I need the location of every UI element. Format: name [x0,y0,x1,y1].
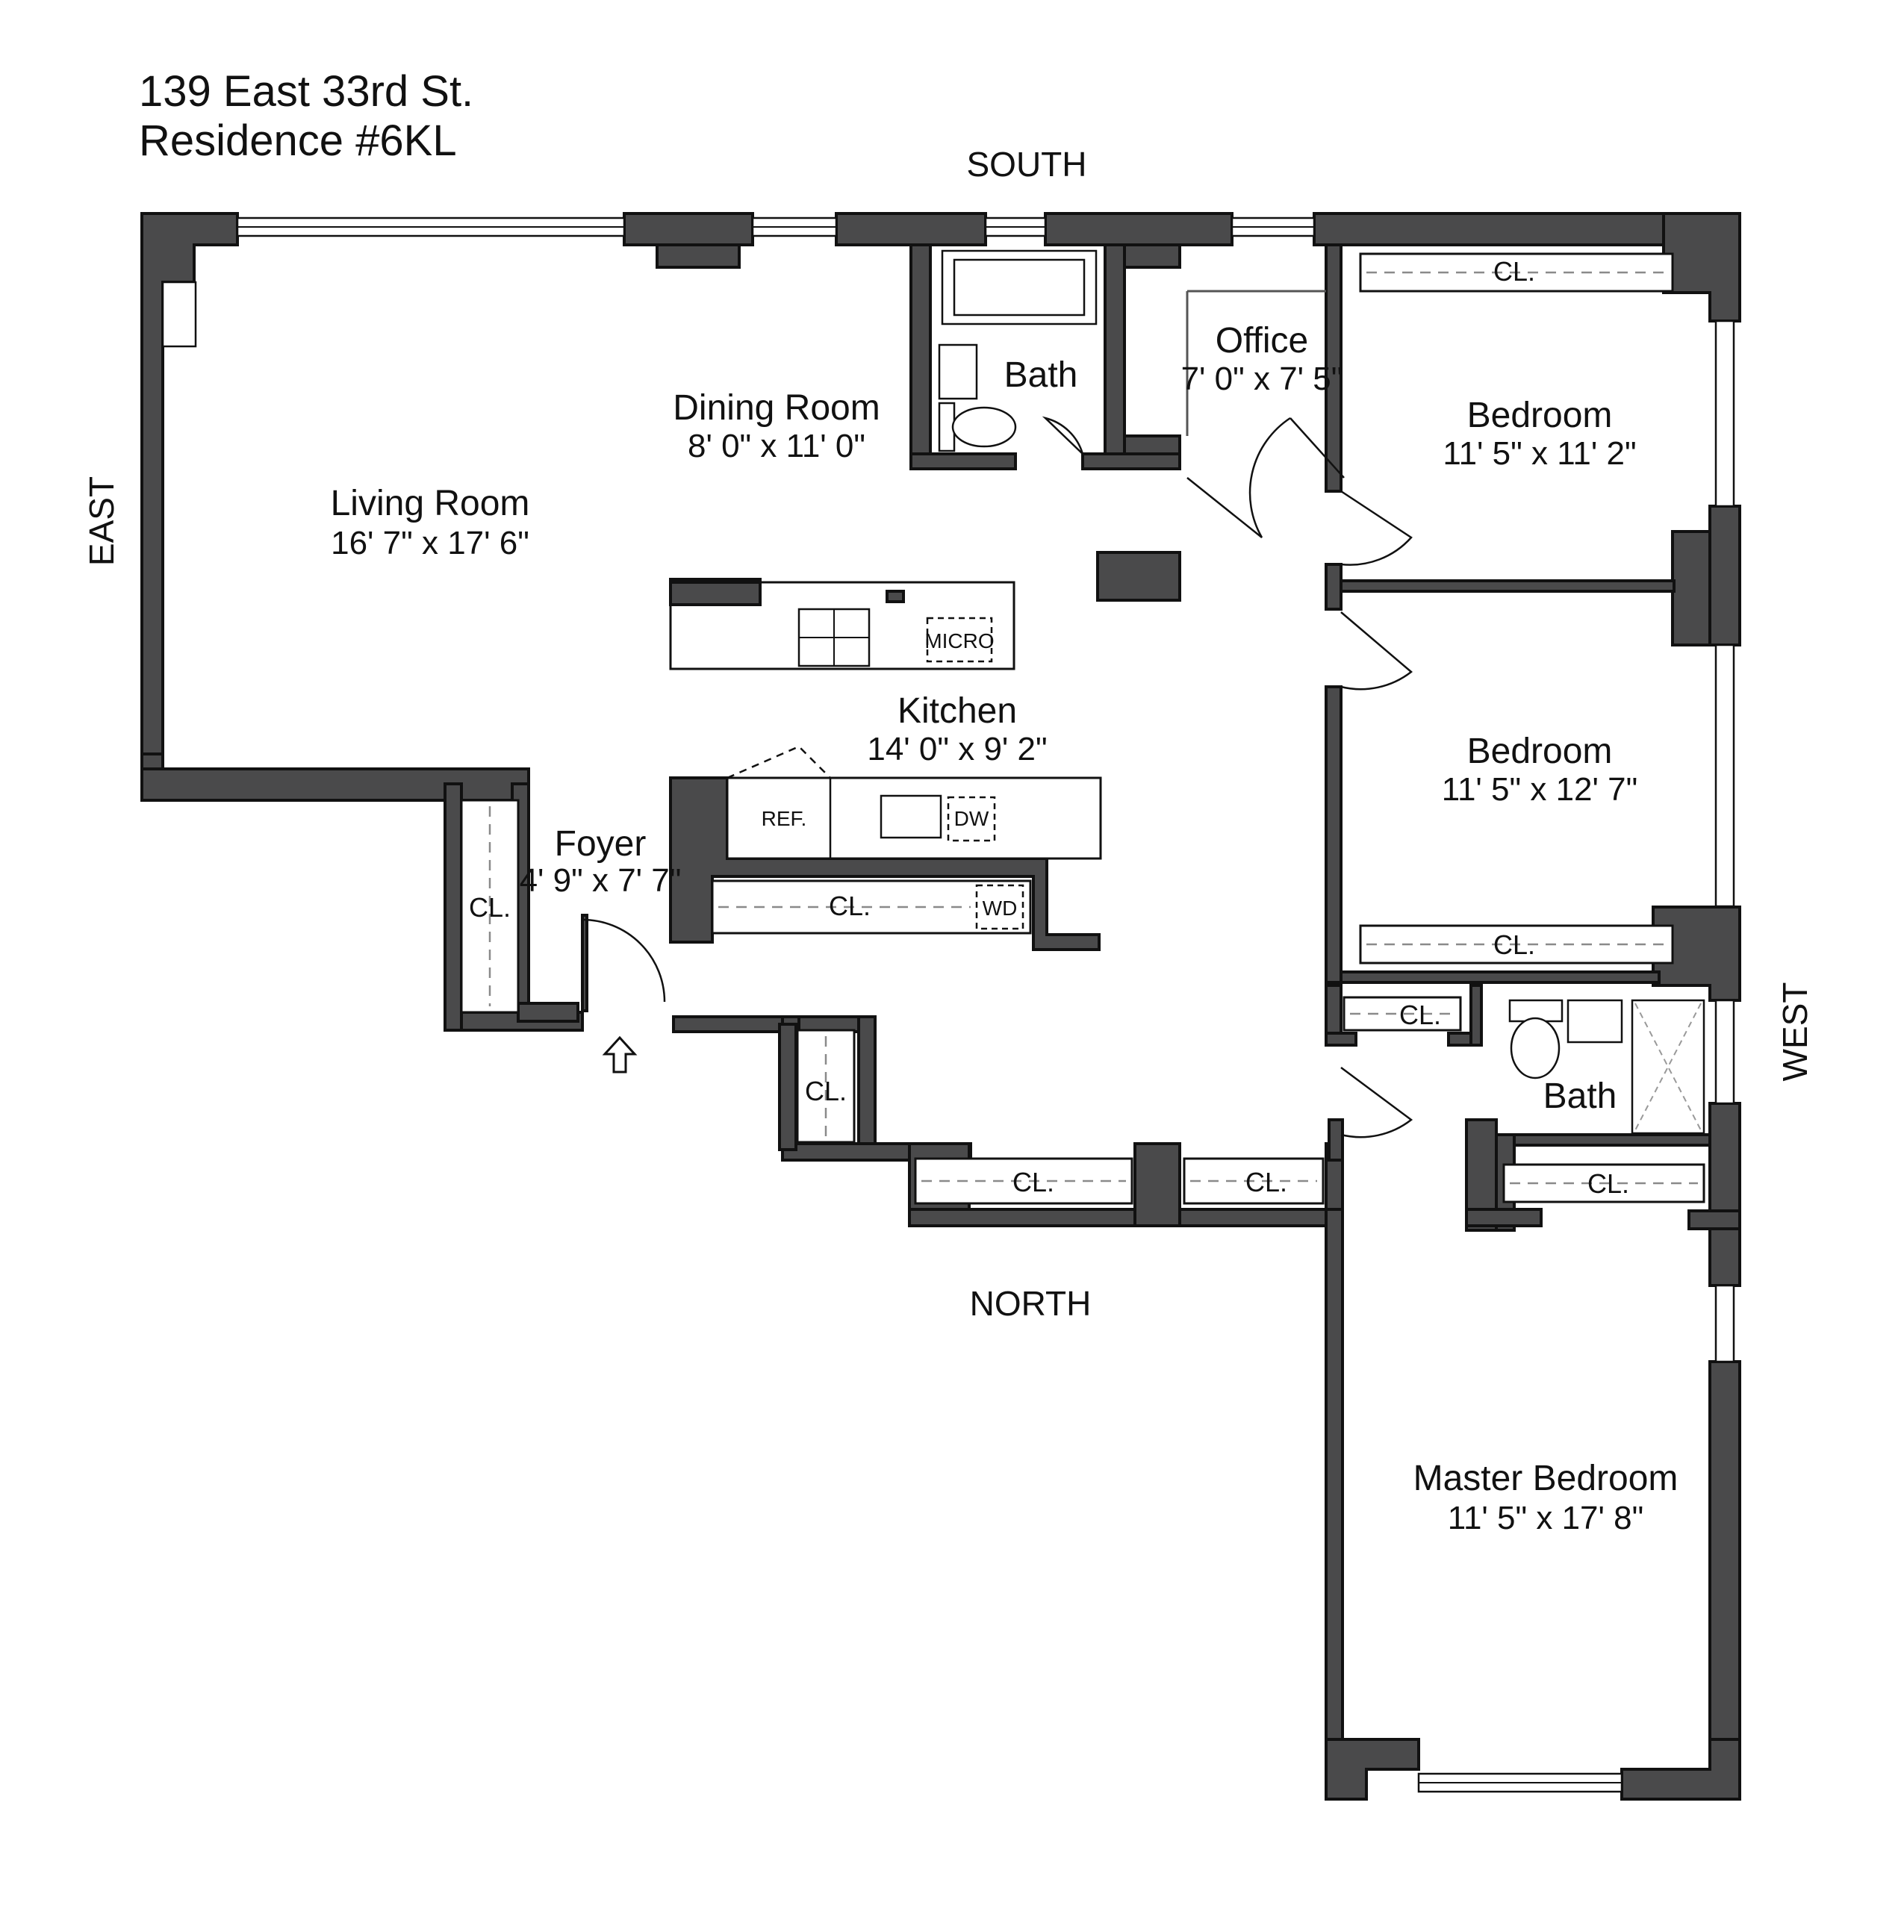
living-room-name: Living Room [331,484,530,523]
south-bath-name: Bath [1004,355,1078,395]
kitchen-fixtures [669,581,1102,935]
bedroom-closets [1340,252,1674,1138]
microwave-icon [926,617,993,663]
closet-label: CL. [469,892,511,923]
microwave-label: MICRO [924,629,994,652]
toilet-icon [951,406,1017,448]
washer-dryer-label: WD [983,897,1018,920]
shower-icon [1631,999,1705,1135]
entry-door-swing [582,918,666,1003]
entry-arrow-icon [602,1035,638,1073]
closet-label: CL. [1012,1167,1054,1197]
master-door-swing [1340,1066,1413,1138]
compass-north: NORTH [970,1284,1092,1323]
compass-west: WEST [1776,982,1814,1082]
foyer-size: 4' 9" x 7' 7" [520,862,682,899]
refrigerator-label: REF. [762,807,807,830]
office-size: 7' 0" x 7' 5" [1181,361,1343,397]
sink-icon [938,343,978,400]
closet-label: CL. [829,891,871,921]
sink-icon [1567,999,1623,1044]
appliance-labels: MICRO REF. DW WD [762,629,1018,920]
compass-east: EAST [82,476,121,566]
dishwasher-icon [947,796,996,842]
compass-south: SOUTH [967,145,1087,184]
kitchen-name: Kitchen [897,691,1017,731]
bedroom2-door-swing [1340,611,1413,691]
closet-label: CL. [1493,256,1535,287]
closet-label: CL. [1587,1168,1629,1199]
bedroom-1-name: Bedroom [1467,396,1613,435]
plan-address: 139 East 33rd St. [139,67,473,116]
closet-label: CL. [1493,929,1535,960]
office-area [1186,290,1345,538]
kitchen-sink-icon [880,794,942,839]
dining-room-size: 8' 0" x 11' 0" [688,428,865,464]
windows [161,216,1735,1793]
bedroom1-door-swing [1340,490,1413,566]
west-bath-fixtures [1343,996,1705,1203]
closet-label: CL. [1245,1167,1287,1197]
master-bedroom-size: 11' 5" x 17' 8" [1448,1500,1644,1536]
kitchen-size: 14' 0" x 9' 2" [867,731,1047,767]
master-bedroom-name: Master Bedroom [1413,1459,1679,1498]
living-room-size: 16' 7" x 17' 6" [331,525,529,561]
closet-label: CL. [1399,1000,1441,1030]
toilet-icon [1510,1017,1561,1079]
foyer-name: Foyer [555,824,647,864]
toilet-tank-icon [1508,999,1564,1023]
bedroom-2-size: 11' 5" x 12' 7" [1442,771,1638,808]
south-bath-fixtures [938,249,1098,455]
bedroom-2-name: Bedroom [1467,732,1613,771]
west-bath-name: Bath [1543,1076,1617,1116]
residence-number: Residence #6KL [139,116,457,165]
bath-door-swing [1042,416,1084,455]
office-door-swing [1186,417,1291,538]
room-labels: Living Room 16' 7" x 17' 6" Dining Room … [331,321,1679,1536]
bedroom-1-size: 11' 5" x 11' 2" [1443,435,1636,472]
closet-labels: CL. CL. CL. CL. CL. CL. CL. CL. CL. [469,256,1629,1199]
washer-dryer-icon [975,884,1024,930]
office-name: Office [1216,321,1309,361]
foyer-area [460,799,1325,1205]
closet-label: CL. [805,1076,847,1106]
dishwasher-label: DW [954,807,989,830]
dining-room-name: Dining Room [673,388,880,428]
